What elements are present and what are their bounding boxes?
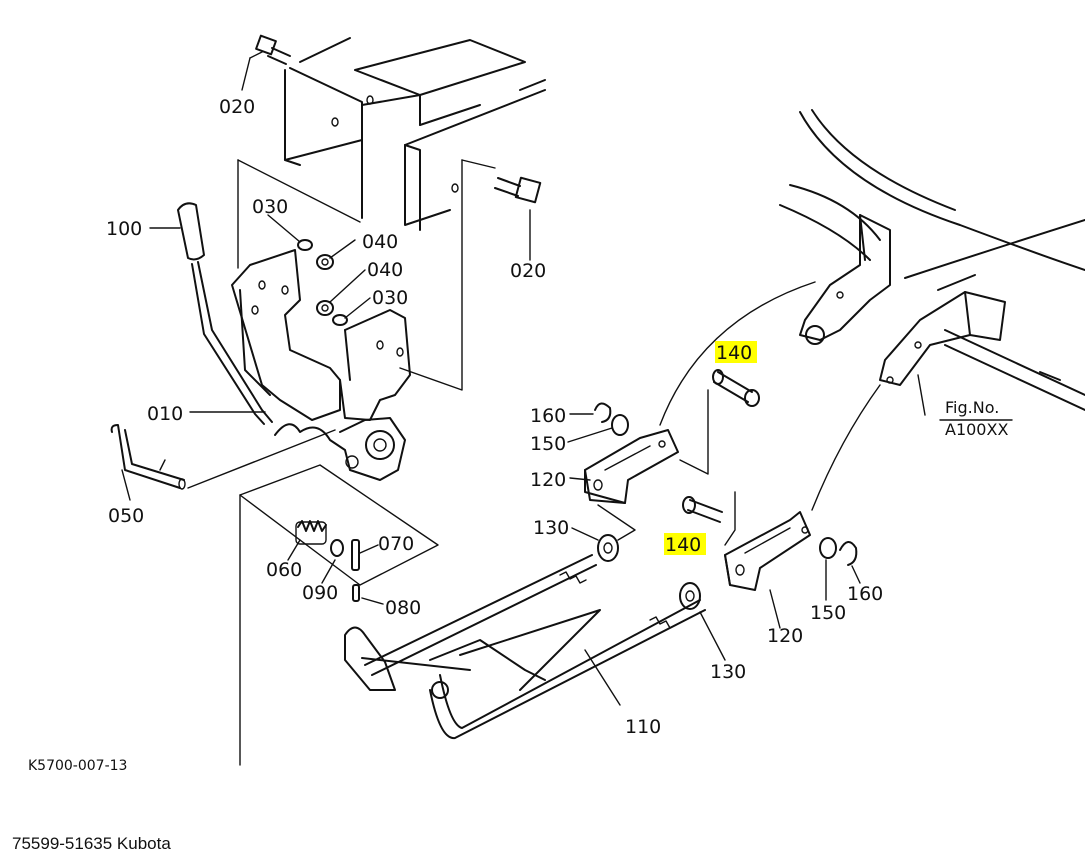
callout-040-b: 040 [367, 259, 403, 281]
highlight-140-upper [715, 341, 757, 363]
callout-160-a: 160 [530, 405, 566, 427]
clevis-120-lower [724, 511, 811, 591]
callout-070: 070 [378, 533, 414, 555]
pedal-shaft-110 [344, 554, 706, 740]
callout-110: 110 [625, 716, 661, 738]
part-caption: 75599-51635 Kubota [12, 834, 171, 853]
fig-ref-number: A100XX [945, 420, 1008, 439]
callout-120-b: 120 [767, 625, 803, 647]
callout-050: 050 [108, 505, 144, 527]
callout-130-a: 130 [533, 517, 569, 539]
callout-090: 090 [302, 582, 338, 604]
frame-top [284, 37, 546, 231]
highlight-140-lower [664, 533, 706, 555]
leader-lines [597, 281, 881, 546]
callout-080: 080 [385, 597, 421, 619]
nut-130-b [679, 582, 701, 610]
clip-160-a [594, 402, 612, 423]
spring-060 [295, 520, 327, 545]
rod-050 [110, 424, 336, 490]
callout-010: 010 [147, 403, 183, 425]
fig-ref-label: Fig.No. [945, 398, 999, 417]
callout-020-top: 020 [219, 96, 255, 118]
callout-040-a: 040 [362, 231, 398, 253]
callout-140-lower: 140 [665, 534, 701, 556]
spring-box [239, 464, 439, 766]
callout-130-b: 130 [710, 661, 746, 683]
callout-160-b: 160 [847, 583, 883, 605]
washer-090 [330, 539, 344, 557]
clevis-120-upper [584, 429, 679, 504]
pin-080 [352, 584, 360, 602]
lever-bracket-010 [231, 249, 411, 481]
pin-140-lower [682, 496, 723, 523]
bolt-020-right [494, 176, 542, 261]
assembly-outline [237, 159, 496, 391]
tractor-frame-right [779, 109, 1085, 411]
callout-leaders [121, 214, 926, 661]
nut-040-b [316, 300, 334, 316]
washer-030-a [297, 239, 313, 251]
callout-140-upper: 140 [716, 342, 752, 364]
pin-070 [351, 539, 360, 571]
callout-060: 060 [266, 559, 302, 581]
callout-020-right: 020 [510, 260, 546, 282]
bolt-020-top [241, 34, 291, 91]
drawing-number: K5700-007-13 [28, 758, 127, 774]
washer-150-b [819, 537, 837, 559]
callout-030-b: 030 [372, 287, 408, 309]
lever-knob-100 [177, 202, 273, 425]
callout-150-b: 150 [810, 602, 846, 624]
callout-100: 100 [106, 218, 142, 240]
clip-160-b [839, 541, 858, 566]
pin-140-upper [712, 369, 760, 407]
nut-130-a [597, 534, 619, 562]
callout-150-a: 150 [530, 433, 566, 455]
washer-150-a [611, 414, 629, 436]
washer-030-b [332, 314, 348, 326]
callout-030-a: 030 [252, 196, 288, 218]
nut-040-a [316, 254, 334, 270]
callout-120-a: 120 [530, 469, 566, 491]
